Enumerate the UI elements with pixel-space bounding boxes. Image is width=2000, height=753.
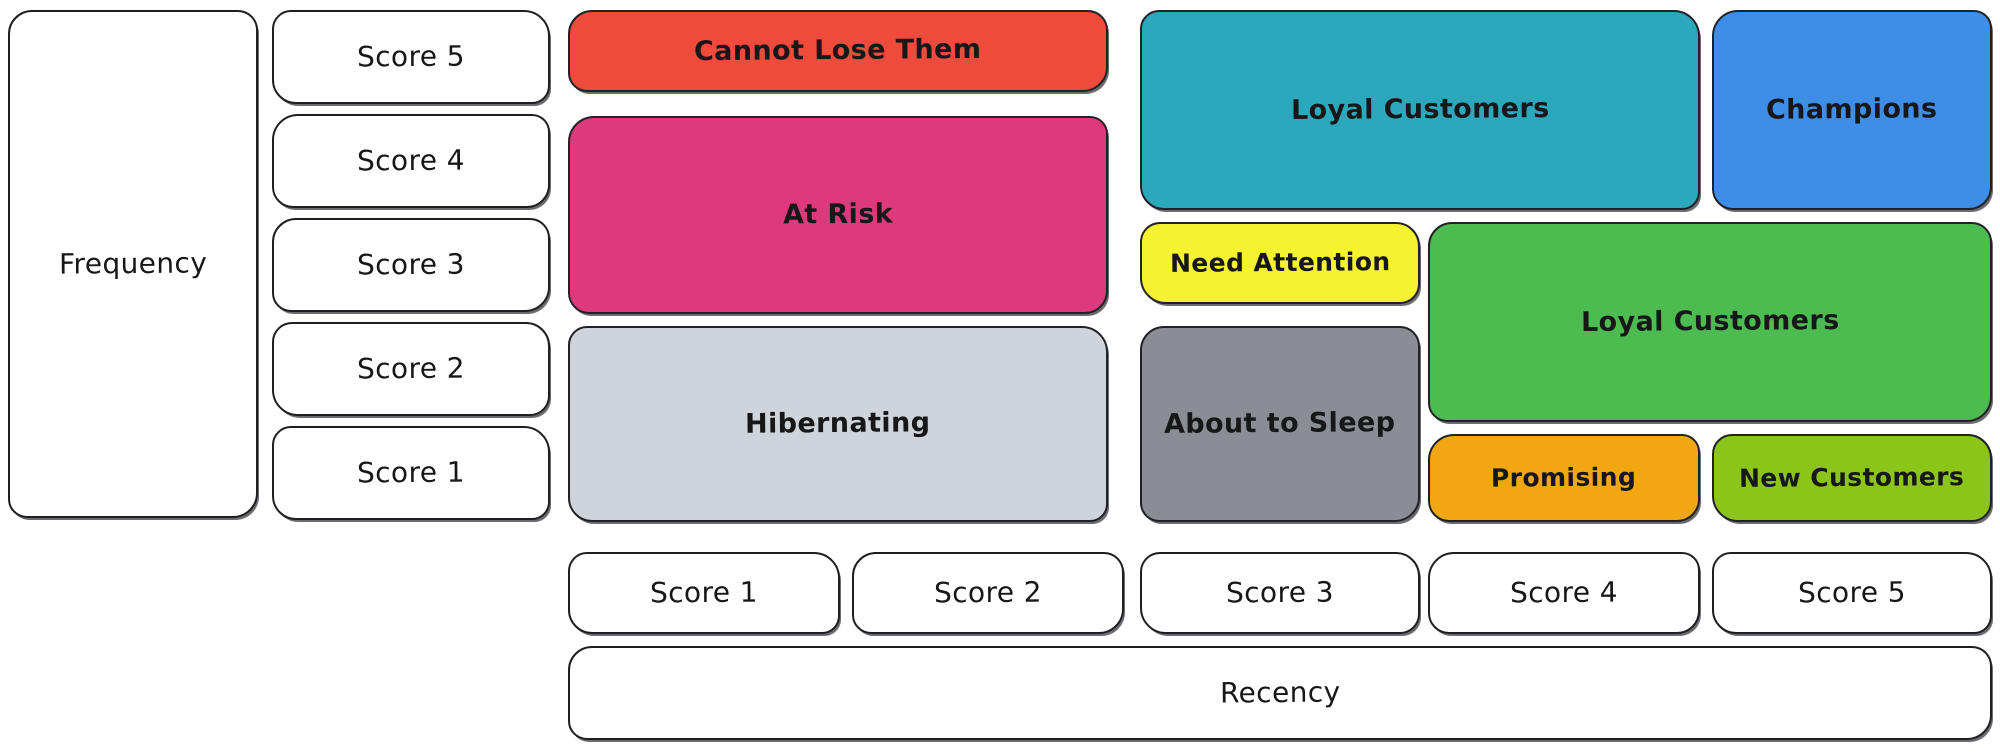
- segment-cannot-lose-them-label: Cannot Lose Them: [694, 34, 982, 68]
- frequency-score-5[interactable]: Score 5: [272, 10, 550, 104]
- recency-axis-label: Recency: [568, 646, 1992, 740]
- recency-score-5[interactable]: Score 5: [1712, 552, 1992, 634]
- segment-about-to-sleep[interactable]: About to Sleep: [1140, 326, 1420, 522]
- frequency-score-1[interactable]: Score 1: [272, 426, 550, 520]
- frequency-score-5-label: Score 5: [356, 39, 466, 74]
- frequency-score-4-label: Score 4: [356, 143, 466, 178]
- segment-hibernating[interactable]: Hibernating: [568, 326, 1108, 522]
- segment-promising-label: Promising: [1491, 462, 1637, 493]
- recency-score-3-label: Score 3: [1225, 575, 1335, 610]
- frequency-score-1-label: Score 1: [356, 455, 466, 490]
- frequency-axis-label: Frequency: [8, 10, 258, 518]
- segment-loyal-customers-green[interactable]: Loyal Customers: [1428, 222, 1992, 422]
- recency-score-2[interactable]: Score 2: [852, 552, 1124, 634]
- segment-loyal-customers-teal-label: Loyal Customers: [1290, 93, 1550, 127]
- frequency-score-4[interactable]: Score 4: [272, 114, 550, 208]
- recency-score-4[interactable]: Score 4: [1428, 552, 1700, 634]
- segment-new-customers-label: New Customers: [1739, 461, 1965, 493]
- segment-promising[interactable]: Promising: [1428, 434, 1700, 522]
- frequency-score-2[interactable]: Score 2: [272, 322, 550, 416]
- frequency-score-3[interactable]: Score 3: [272, 218, 550, 312]
- frequency-axis-text: Frequency: [58, 246, 208, 281]
- recency-score-2-label: Score 2: [933, 575, 1043, 610]
- segment-need-attention-label: Need Attention: [1169, 246, 1391, 278]
- segment-loyal-customers-teal[interactable]: Loyal Customers: [1140, 10, 1700, 210]
- recency-score-5-label: Score 5: [1797, 575, 1907, 610]
- recency-axis-text: Recency: [1219, 675, 1341, 710]
- frequency-score-3-label: Score 3: [356, 247, 466, 282]
- segment-cannot-lose-them[interactable]: Cannot Lose Them: [568, 10, 1108, 92]
- recency-score-3[interactable]: Score 3: [1140, 552, 1420, 634]
- segment-loyal-customers-green-label: Loyal Customers: [1580, 305, 1840, 339]
- segment-at-risk[interactable]: At Risk: [568, 116, 1108, 314]
- segment-at-risk-label: At Risk: [782, 199, 894, 231]
- segment-hibernating-label: Hibernating: [745, 407, 931, 441]
- segment-about-to-sleep-label: About to Sleep: [1164, 407, 1396, 441]
- segment-champions[interactable]: Champions: [1712, 10, 1992, 210]
- frequency-score-2-label: Score 2: [356, 351, 466, 386]
- segment-need-attention[interactable]: Need Attention: [1140, 222, 1420, 304]
- segment-new-customers[interactable]: New Customers: [1712, 434, 1992, 522]
- segment-champions-label: Champions: [1766, 93, 1938, 127]
- recency-score-1-label: Score 1: [649, 575, 759, 610]
- recency-score-4-label: Score 4: [1509, 575, 1619, 610]
- recency-score-1[interactable]: Score 1: [568, 552, 840, 634]
